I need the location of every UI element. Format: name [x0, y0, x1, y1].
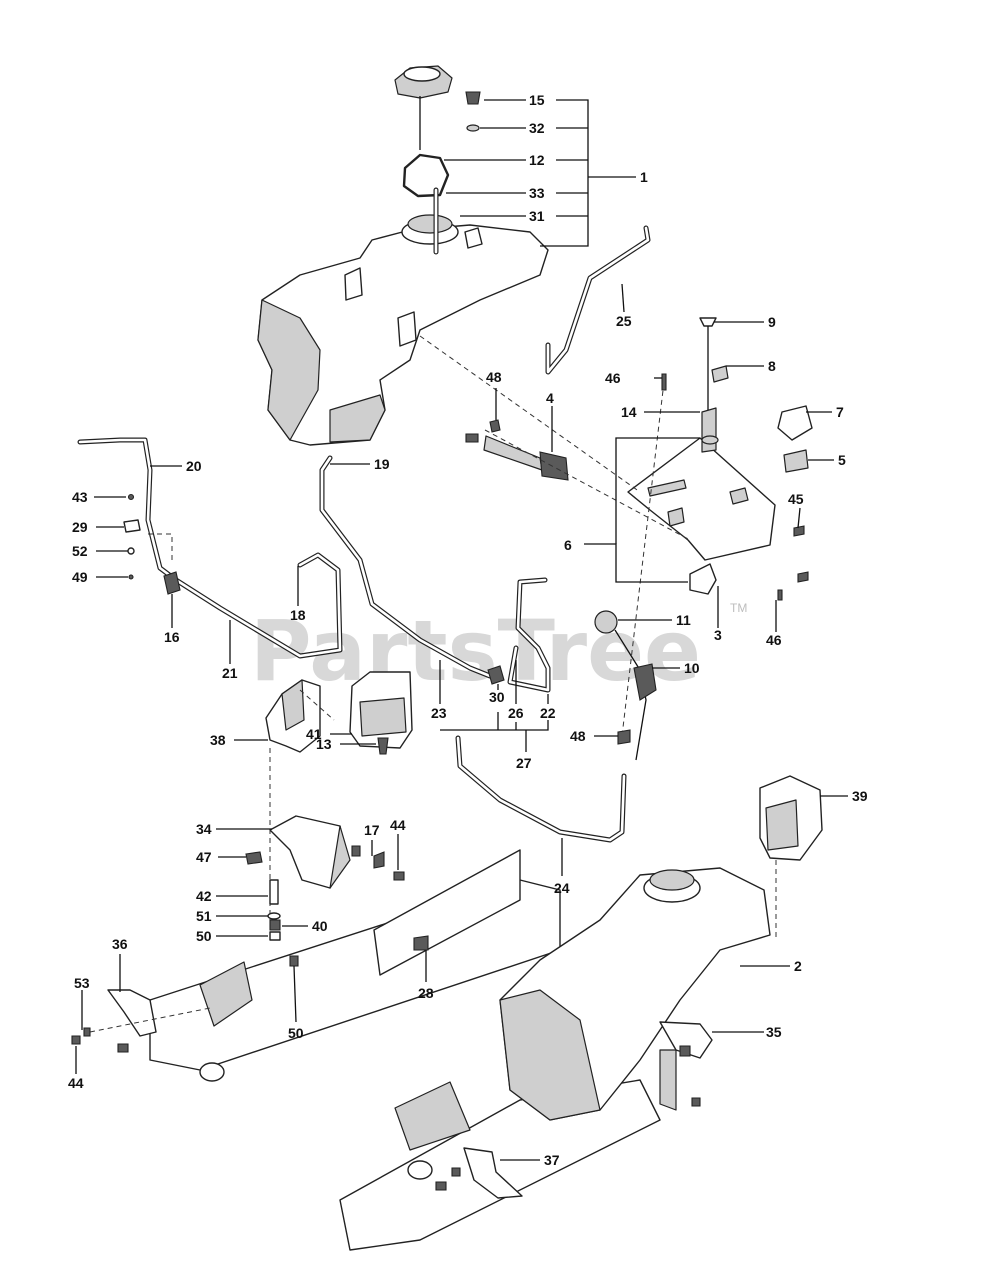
watermark-tm: TM: [730, 601, 747, 615]
callout-15: 15: [529, 92, 545, 108]
callout-33: 33: [529, 185, 545, 201]
callout-20: 20: [186, 458, 202, 474]
callout-24: 24: [554, 880, 570, 896]
filter-housing-41: [349, 671, 413, 749]
callout-29: 29: [72, 519, 88, 535]
callout-17: 17: [364, 822, 380, 838]
callout-8: 8: [768, 358, 776, 374]
callout-19: 19: [374, 456, 390, 472]
callout-27: 27: [516, 755, 532, 771]
callout-52: 52: [72, 543, 88, 559]
callout-16: 16: [164, 629, 180, 645]
callout-18: 18: [290, 607, 306, 623]
callout-9: 9: [768, 314, 776, 330]
callout-2: 2: [794, 958, 802, 974]
bracket-37: [463, 1147, 523, 1199]
callout-47: 47: [196, 849, 212, 865]
callout-11: 11: [676, 612, 691, 628]
callout-7: 7: [836, 404, 844, 420]
fuel-line-24: [455, 735, 627, 843]
alignment-line: [299, 689, 335, 721]
callout-45: 45: [788, 491, 804, 507]
callout-25: 25: [616, 313, 632, 329]
callout-12: 12: [529, 152, 545, 168]
bracket-36: [107, 989, 157, 1037]
callout-34: 34: [196, 821, 212, 837]
fuel-filter: [487, 665, 505, 685]
callout-46-bottom: 46: [766, 632, 782, 648]
bracket-34: [269, 815, 351, 889]
callout-13: 13: [316, 736, 332, 752]
callout-51: 51: [196, 908, 212, 924]
chassis-frame: [149, 849, 661, 1251]
bracket-38: [265, 679, 321, 753]
callout-39: 39: [852, 788, 868, 804]
callout-42: 42: [196, 888, 212, 904]
filter-housing-39: [759, 775, 823, 861]
wire-harness: [465, 433, 569, 481]
callout-3: 3: [714, 627, 722, 643]
callout-10: 10: [684, 660, 700, 676]
callout-48-bottom: 48: [570, 728, 586, 744]
alignment-line: [621, 381, 665, 737]
callout-44-bottom: 44: [68, 1075, 84, 1091]
callout-37: 37: [544, 1152, 560, 1168]
alignment-line: [89, 1007, 211, 1033]
control-panel: [627, 317, 813, 595]
callout-30: 30: [489, 689, 505, 705]
callout-50-bottom: 50: [288, 1025, 304, 1041]
callout-40: 40: [312, 918, 328, 934]
callout-22: 22: [540, 705, 556, 721]
callout-38: 38: [210, 732, 226, 748]
fuel-cap: [394, 65, 453, 198]
callout-23: 23: [431, 705, 447, 721]
fuel-tank-upper: [257, 214, 549, 446]
callout-labels: 15 32 12 33 31 1 25 9 8 48 46 4 14 7 5 2…: [68, 92, 868, 1168]
fuel-valve: [163, 571, 181, 595]
callout-4: 4: [546, 390, 554, 406]
callout-28: 28: [418, 985, 434, 1001]
callout-36: 36: [112, 936, 128, 952]
alignment-line: [484, 429, 691, 541]
callout-50-left: 50: [196, 928, 212, 944]
callout-26: 26: [508, 705, 524, 721]
alignment-line: [419, 335, 641, 493]
callout-49: 49: [72, 569, 88, 585]
callout-43: 43: [72, 489, 88, 505]
callout-46-top: 46: [605, 370, 621, 386]
fuel-line-19: [319, 455, 493, 679]
leader-lines: [75, 99, 848, 1161]
callout-41: 41: [306, 726, 322, 742]
vent-tube: [545, 225, 651, 375]
hardware: [71, 373, 809, 1191]
callout-14: 14: [621, 404, 637, 420]
gauge-stack: [433, 91, 481, 255]
fuel-tank-lower: [499, 867, 771, 1121]
throttle-lever: [594, 610, 657, 761]
callout-32: 32: [529, 120, 545, 136]
callout-1: 1: [640, 169, 648, 185]
callout-35: 35: [766, 1024, 782, 1040]
callout-53: 53: [74, 975, 90, 991]
bracket-35: [659, 1021, 713, 1111]
callout-5: 5: [838, 452, 846, 468]
callout-31: 31: [529, 208, 545, 224]
callout-44-top: 44: [390, 817, 406, 833]
callout-21: 21: [222, 665, 238, 681]
callout-6: 6: [564, 537, 572, 553]
callout-48-top: 48: [486, 369, 502, 385]
